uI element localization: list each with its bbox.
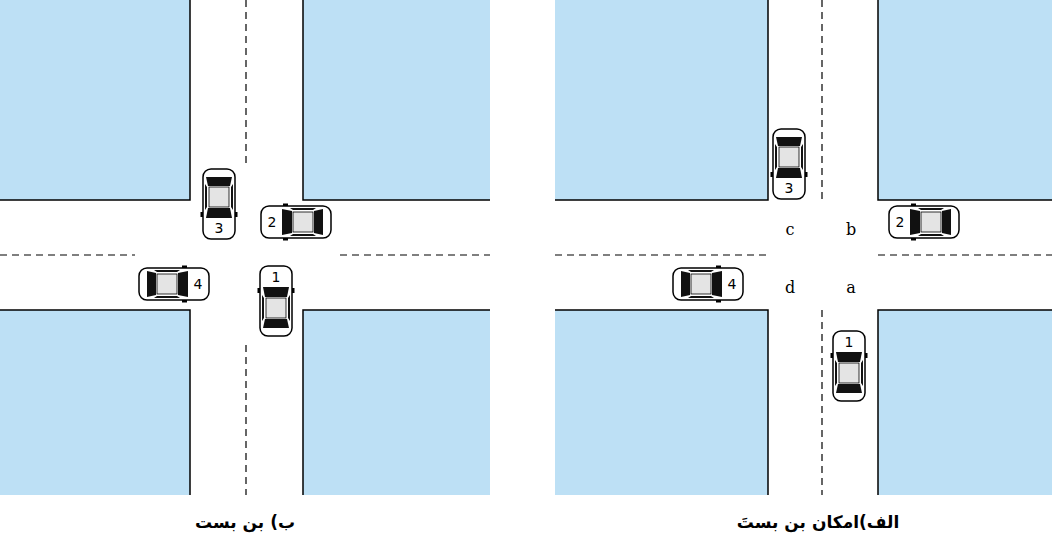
lane-divider (821, 0, 822, 200)
intersection-cell: a (846, 280, 856, 296)
lane-divider (340, 254, 490, 255)
panel-caption: الف)امکان بن بستَ (737, 514, 900, 531)
lane-divider (821, 310, 822, 495)
city-block (878, 310, 1052, 495)
car-number: 1 (272, 270, 281, 284)
lane-divider (555, 254, 768, 255)
curb (303, 310, 490, 495)
city-block (555, 0, 768, 200)
city-block (0, 310, 190, 495)
panel-caption: ب) بن بست (195, 514, 295, 531)
car-number: 3 (215, 221, 224, 235)
left-intersection (0, 0, 490, 495)
curb (878, 0, 1052, 200)
city-block (878, 0, 1052, 200)
car: 4 (672, 265, 744, 303)
car-number: 4 (194, 277, 203, 291)
intersection-cell: c (786, 222, 795, 238)
car: 1 (830, 330, 868, 402)
car: 2 (260, 203, 332, 241)
curb (878, 310, 1052, 495)
car-number: 3 (785, 181, 794, 195)
curb (303, 0, 490, 200)
curb (555, 310, 768, 495)
city-block (303, 0, 490, 200)
lane-divider (245, 345, 246, 495)
car: 3 (770, 128, 808, 200)
car-number: 2 (268, 215, 277, 229)
car-number: 4 (728, 277, 737, 291)
city-block (555, 310, 768, 495)
right-intersection (555, 0, 1052, 495)
curb (555, 0, 768, 200)
intersection-cell: d (785, 280, 795, 296)
curb (0, 0, 190, 200)
car-number: 1 (845, 335, 854, 349)
lane-divider (245, 0, 246, 165)
curb (0, 310, 190, 495)
car: 2 (888, 203, 960, 241)
lane-divider (878, 254, 1052, 255)
city-block (303, 310, 490, 495)
lane-divider (0, 254, 135, 255)
intersection-cell: b (846, 222, 856, 238)
car: 4 (138, 265, 210, 303)
car: 1 (257, 265, 295, 337)
car: 3 (200, 168, 238, 240)
city-block (0, 0, 190, 200)
car-number: 2 (896, 215, 905, 229)
